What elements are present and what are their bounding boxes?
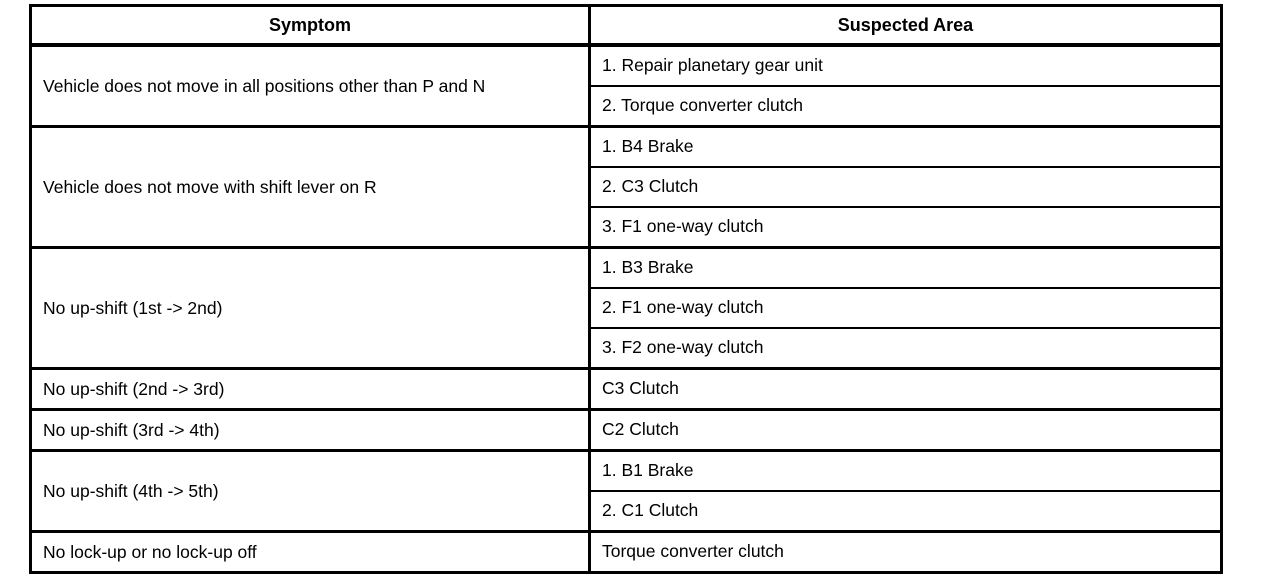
table-row: 2. F1 one-way clutch [31, 287, 1222, 328]
header-double-rule [30, 43, 1222, 47]
table-row: 3. F2 one-way clutch [31, 327, 1222, 369]
symptom-cell: No up-shift (1st -> 2nd) [30, 246, 591, 369]
header-rule-left [30, 43, 591, 47]
symptom-text: Vehicle does not move in all positions o… [43, 75, 486, 96]
suspected-area-cell: 1. B3 Brake [589, 246, 1222, 288]
table-body: Vehicle does not move in all positions o… [30, 46, 1222, 573]
suspected-area-cell: 3. F1 one-way clutch [589, 206, 1222, 248]
suspected-area-text: Torque converter clutch [602, 541, 784, 562]
table-row: Vehicle does not move in all positions o… [30, 46, 1222, 127]
table-header: Symptom Suspected Area [30, 5, 1222, 47]
table-row: No lock-up or no lock-up off Torque conve… [30, 530, 1222, 573]
suspected-area-text: 2. F1 one-way clutch [602, 297, 764, 318]
suspected-area-text: 2. Torque converter clutch [602, 95, 804, 116]
suspected-area-text: 3. F1 one-way clutch [602, 216, 764, 237]
column-header-symptom: Symptom [30, 5, 591, 44]
suspected-area-cell: C2 Clutch [589, 408, 1222, 451]
symptom-cell: No up-shift (4th -> 5th) [30, 449, 591, 532]
table-row: No up-shift (4th -> 5th) 1. B1 Brake [30, 449, 1222, 532]
symptom-text: No up-shift (4th -> 5th) [43, 480, 219, 501]
suspected-area-cell: 1. Repair planetary gear unit [590, 46, 1222, 86]
suspected-area-cell: 1. B4 Brake [589, 125, 1222, 167]
table-row: No up-shift (1st -> 2nd) 1. B3 Brake [30, 246, 1222, 369]
suspected-area-cell: 2. F1 one-way clutch [589, 287, 1222, 328]
table-row: 2. C1 Clutch [31, 490, 1222, 532]
suspected-area-text: 1. B4 Brake [602, 136, 694, 157]
table-row: No up-shift (3rd -> 4th) C2 Clutch [30, 408, 1222, 451]
suspected-area-text: 2. C1 Clutch [602, 500, 699, 521]
header-rule-right [589, 43, 1222, 47]
column-header-suspected-area: Suspected Area [837, 14, 974, 35]
symptom-text: No up-shift (2nd -> 3rd) [43, 378, 225, 399]
suspected-area-cell: 3. F2 one-way clutch [589, 327, 1222, 369]
suspected-area-cell: 2. C1 Clutch [589, 490, 1222, 532]
table-row: 2. Torque converter clutch [31, 85, 1222, 127]
suspected-area-text: 1. B3 Brake [602, 257, 694, 278]
table-row: Vehicle does not move with shift lever o… [30, 125, 1222, 248]
suspected-area-cell: 2. C3 Clutch [589, 166, 1222, 207]
symptom-text: No up-shift (3rd -> 4th) [43, 419, 220, 440]
table-row: 2. C3 Clutch [31, 166, 1222, 207]
symptom-text: No lock-up or no lock-up off [43, 541, 257, 562]
suspected-area-cell: 2. Torque converter clutch [589, 85, 1222, 127]
suspected-area-text: 1. Repair planetary gear unit [602, 55, 823, 76]
suspected-area-cell: Torque converter clutch [589, 530, 1222, 573]
suspected-area-text: C3 Clutch [602, 378, 679, 399]
suspected-area-text: 1. B1 Brake [602, 460, 694, 481]
symptom-cell: Vehicle does not move in all positions o… [30, 46, 591, 127]
suspected-area-text: C2 Clutch [602, 419, 679, 440]
symptom-cell: Vehicle does not move with shift lever o… [30, 125, 591, 248]
suspected-area-text: 3. F2 one-way clutch [602, 337, 764, 358]
table-row: No up-shift (2nd -> 3rd) C3 Clutch [30, 367, 1222, 410]
symptom-text: No up-shift (1st -> 2nd) [43, 297, 223, 318]
symptom-suspected-area-table: Symptom Suspected Area Vehicle does not … [29, 4, 1223, 574]
symptom-cell: No up-shift (2nd -> 3rd) [30, 367, 591, 410]
symptom-cell: No lock-up or no lock-up off [30, 530, 591, 573]
symptom-cell: No up-shift (3rd -> 4th) [30, 408, 591, 451]
suspected-area-cell: C3 Clutch [589, 367, 1222, 410]
table-row: 3. F1 one-way clutch [31, 206, 1222, 248]
suspected-area-text: 2. C3 Clutch [602, 176, 699, 197]
symptom-text: Vehicle does not move with shift lever o… [43, 176, 377, 197]
header-row: Symptom Suspected Area [30, 5, 1222, 44]
suspected-area-cell: 1. B1 Brake [589, 449, 1222, 491]
